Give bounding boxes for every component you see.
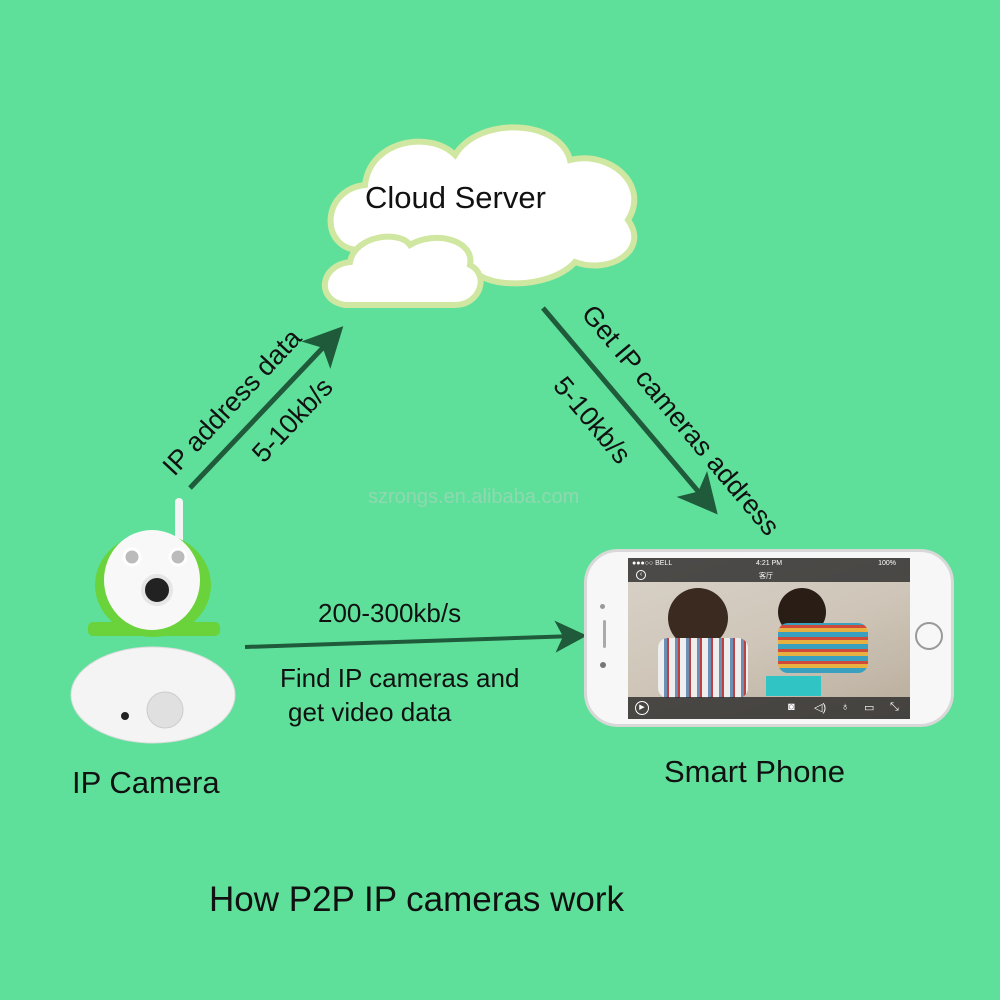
back-icon[interactable]: ‹ [636, 570, 646, 580]
time-text: 4:21 PM [756, 560, 783, 567]
video-controls: ▶ ◙ ◁) ♁ ▭ ⤡ [628, 697, 910, 719]
battery-text: 100% [878, 560, 896, 567]
fullscreen-exit-icon[interactable]: ⤡ [890, 701, 899, 713]
phone-status-bar: ●●●○○ BELL 4:21 PM 100% ‹ 客厅 [628, 558, 910, 582]
camera-snapshot-icon[interactable]: ◙ [788, 701, 795, 713]
caption: How P2P IP cameras work [209, 880, 624, 919]
microphone-icon[interactable]: ♁ [841, 701, 850, 713]
cloud-icon [322, 124, 638, 308]
screen-title: 客厅 [759, 573, 773, 580]
ip-camera-image [70, 498, 236, 744]
find-cameras-label-1: Find IP cameras and [280, 663, 520, 693]
cloud-server-label: Cloud Server [365, 180, 546, 215]
record-icon[interactable]: ▭ [864, 702, 875, 714]
home-button [915, 622, 943, 650]
watermark: szrongs.en.alibaba.com [368, 486, 580, 508]
video-rate-label: 200-300kb/s [318, 598, 462, 628]
play-icon[interactable]: ▶ [635, 701, 649, 715]
ip-camera-label: IP Camera [72, 765, 220, 800]
arrow-camera-to-phone [244, 620, 587, 653]
speaker-icon[interactable]: ◁) [814, 702, 827, 714]
arrow-camera-to-cloud [188, 326, 344, 490]
carrier-text: ●●●○○ BELL [632, 560, 673, 567]
smart-phone-label: Smart Phone [664, 754, 845, 789]
arrow-cloud-to-phone [541, 306, 718, 515]
find-cameras-label-2: get video data [288, 697, 452, 727]
phone-screen: ●●●○○ BELL 4:21 PM 100% ‹ 客厅 ▶ ◙ ◁) ♁ ▭ … [628, 558, 910, 719]
